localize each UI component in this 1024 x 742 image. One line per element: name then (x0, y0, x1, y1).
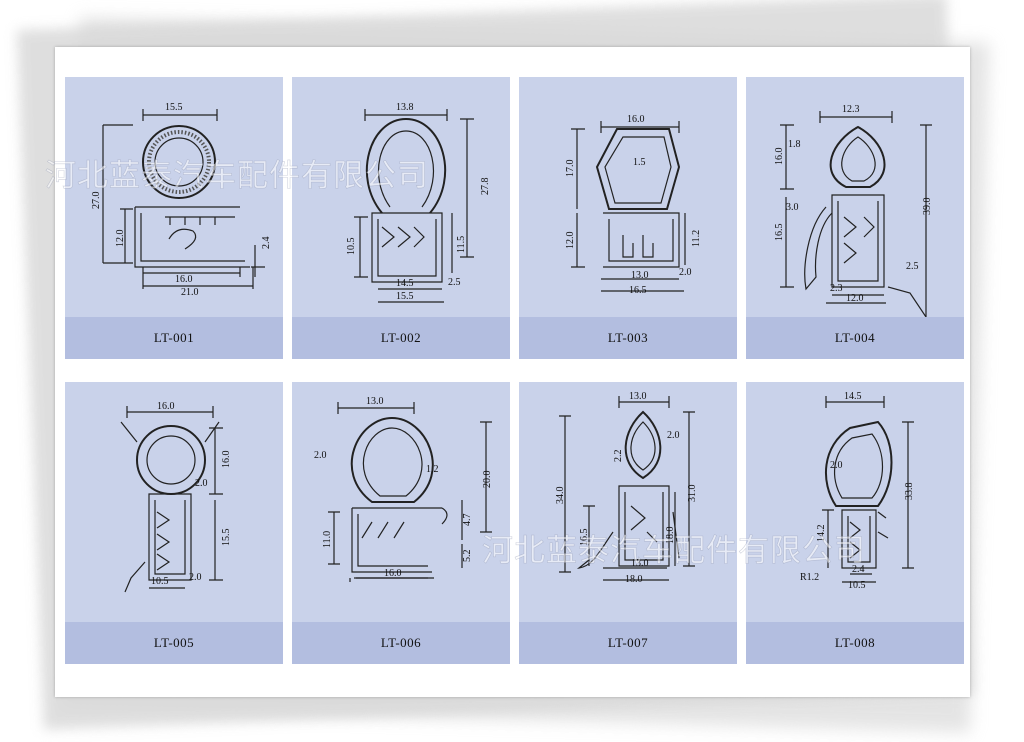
watermark-text: 河北蓝泰汽车配件有限公司 (482, 533, 866, 570)
product-code: LT-006 (292, 622, 510, 664)
dimension-label: 17.0 (565, 160, 576, 178)
dimension-label: 16.0 (175, 274, 193, 285)
product-card-lt-005[interactable]: 16.0 16.0 2.0 15.5 10.5 2.0 LT-005 (65, 382, 283, 664)
dimension-label: 10.5 (848, 580, 866, 591)
dimension-label: 31.0 (687, 485, 698, 503)
dimension-label: 1.5 (633, 157, 646, 168)
seal-profile-drawing: 13.0 2.0 1.2 20.0 11.0 4.7 5.2 16.0 (314, 396, 493, 582)
dimension-label: R1.2 (800, 572, 819, 583)
dimension-label: 12.0 (115, 230, 126, 248)
dimension-label: 27.0 (91, 192, 102, 210)
dimension-label: 2.0 (189, 572, 202, 583)
dimension-label: 2.0 (667, 430, 680, 441)
dimension-label: 18.0 (625, 574, 643, 585)
dimension-label: 2.0 (679, 267, 692, 278)
dimension-label: 14.5 (396, 278, 414, 289)
seal-profile-drawing: 16.0 16.0 2.0 15.5 10.5 2.0 (120, 401, 232, 593)
dimension-label: 11.2 (691, 230, 702, 247)
product-card-lt-003[interactable]: 16.0 17.0 1.5 12.0 11.2 13.0 2.0 16.5 LT… (519, 77, 737, 359)
dimension-label: 13.8 (396, 102, 414, 113)
dimension-label: 3.0 (786, 202, 799, 213)
product-code: LT-001 (65, 317, 283, 359)
dimension-label: 12.3 (842, 104, 860, 115)
product-card-lt-008[interactable]: 14.5 2.0 33.8 14.2 2.4 R1.2 10.5 LT-008 (746, 382, 964, 664)
dimension-label: 10.5 (346, 238, 357, 256)
product-card-lt-004[interactable]: 12.3 1.8 16.0 3.0 39.0 16.5 2.5 2.3 12.0… (746, 77, 964, 359)
dimension-label: 11.5 (456, 236, 467, 253)
dimension-label: 2.5 (906, 261, 919, 272)
dimension-label: 34.0 (555, 487, 566, 505)
seal-profile-drawing: 14.5 2.0 33.8 14.2 2.4 R1.2 10.5 (800, 391, 915, 591)
dimension-label: 16.0 (384, 568, 402, 579)
dimension-label: 13.0 (629, 391, 647, 402)
product-code: LT-005 (65, 622, 283, 664)
dimension-label: 39.0 (922, 198, 933, 216)
product-code: LT-003 (519, 317, 737, 359)
product-code: LT-007 (519, 622, 737, 664)
dimension-label: 1.2 (426, 464, 439, 475)
dimension-label: 4.7 (462, 514, 473, 527)
dimension-label: 2.0 (314, 450, 327, 461)
dimension-label: 2.4 (852, 564, 865, 575)
dimension-label: 16.0 (774, 148, 785, 166)
seal-profile-drawing: 15.5 27.0 12.0 2.4 16.0 21.0 (91, 102, 272, 298)
dimension-label: 10.5 (151, 576, 169, 587)
dimension-label: 14.5 (844, 391, 862, 402)
seal-profile-drawing: 12.3 1.8 16.0 3.0 39.0 16.5 2.5 2.3 12.0 (774, 104, 933, 317)
dimension-label: 2.5 (448, 277, 461, 288)
dimension-label: 18.0 (665, 527, 676, 545)
dimension-label: 16.5 (774, 224, 785, 242)
dimension-label: 1.8 (788, 139, 801, 150)
dimension-label: 27.8 (480, 178, 491, 196)
dimension-label: 2.3 (830, 283, 843, 294)
seal-profile-drawing: 13.8 27.8 10.5 11.5 14.5 2.5 15.5 (346, 102, 491, 303)
dimension-label: 15.5 (396, 291, 414, 302)
catalog-sheet: 15.5 27.0 12.0 2.4 16.0 21.0 LT-001 13.8 (55, 47, 970, 697)
dimension-label: 5.2 (462, 550, 473, 563)
dimension-label: 12.0 (565, 232, 576, 250)
seal-profile-drawing: 16.0 17.0 1.5 12.0 11.2 13.0 2.0 16.5 (565, 114, 702, 296)
dimension-label: 12.0 (846, 293, 864, 304)
dimension-label: 2.0 (830, 460, 843, 471)
dimension-label: 13.0 (366, 396, 384, 407)
dimension-label: 2.4 (261, 237, 272, 250)
watermark-text: 河北蓝泰汽车配件有限公司 (45, 158, 429, 195)
dimension-label: 13.0 (631, 270, 649, 281)
dimension-label: 16.0 (157, 401, 175, 412)
dimension-label: 16.5 (579, 529, 590, 547)
dimension-label: 33.8 (904, 483, 915, 501)
dimension-label: 2.0 (195, 478, 208, 489)
dimension-label: 11.0 (322, 531, 333, 548)
dimension-label: 16.0 (221, 451, 232, 469)
dimension-label: 21.0 (181, 287, 199, 298)
dimension-label: 16.5 (629, 285, 647, 296)
dimension-label: 2.2 (613, 450, 624, 463)
product-card-lt-002[interactable]: 13.8 27.8 10.5 11.5 14.5 2.5 15.5 LT-002 (292, 77, 510, 359)
product-card-lt-006[interactable]: 13.0 2.0 1.2 20.0 11.0 4.7 5.2 16.0 LT-0… (292, 382, 510, 664)
product-code: LT-008 (746, 622, 964, 664)
dimension-label: 20.0 (482, 471, 493, 489)
seal-profile-drawing: 13.0 2.0 2.2 34.0 31.0 16.5 18.0 13.0 18… (555, 391, 698, 585)
dimension-label: 15.5 (165, 102, 183, 113)
product-card-lt-007[interactable]: 13.0 2.0 2.2 34.0 31.0 16.5 18.0 13.0 18… (519, 382, 737, 664)
product-code: LT-002 (292, 317, 510, 359)
dimension-label: 16.0 (627, 114, 645, 125)
dimension-label: 14.2 (816, 525, 827, 543)
dimension-label: 15.5 (221, 529, 232, 547)
product-code: LT-004 (746, 317, 964, 359)
product-card-lt-001[interactable]: 15.5 27.0 12.0 2.4 16.0 21.0 LT-001 (65, 77, 283, 359)
dimension-label: 13.0 (631, 558, 649, 569)
